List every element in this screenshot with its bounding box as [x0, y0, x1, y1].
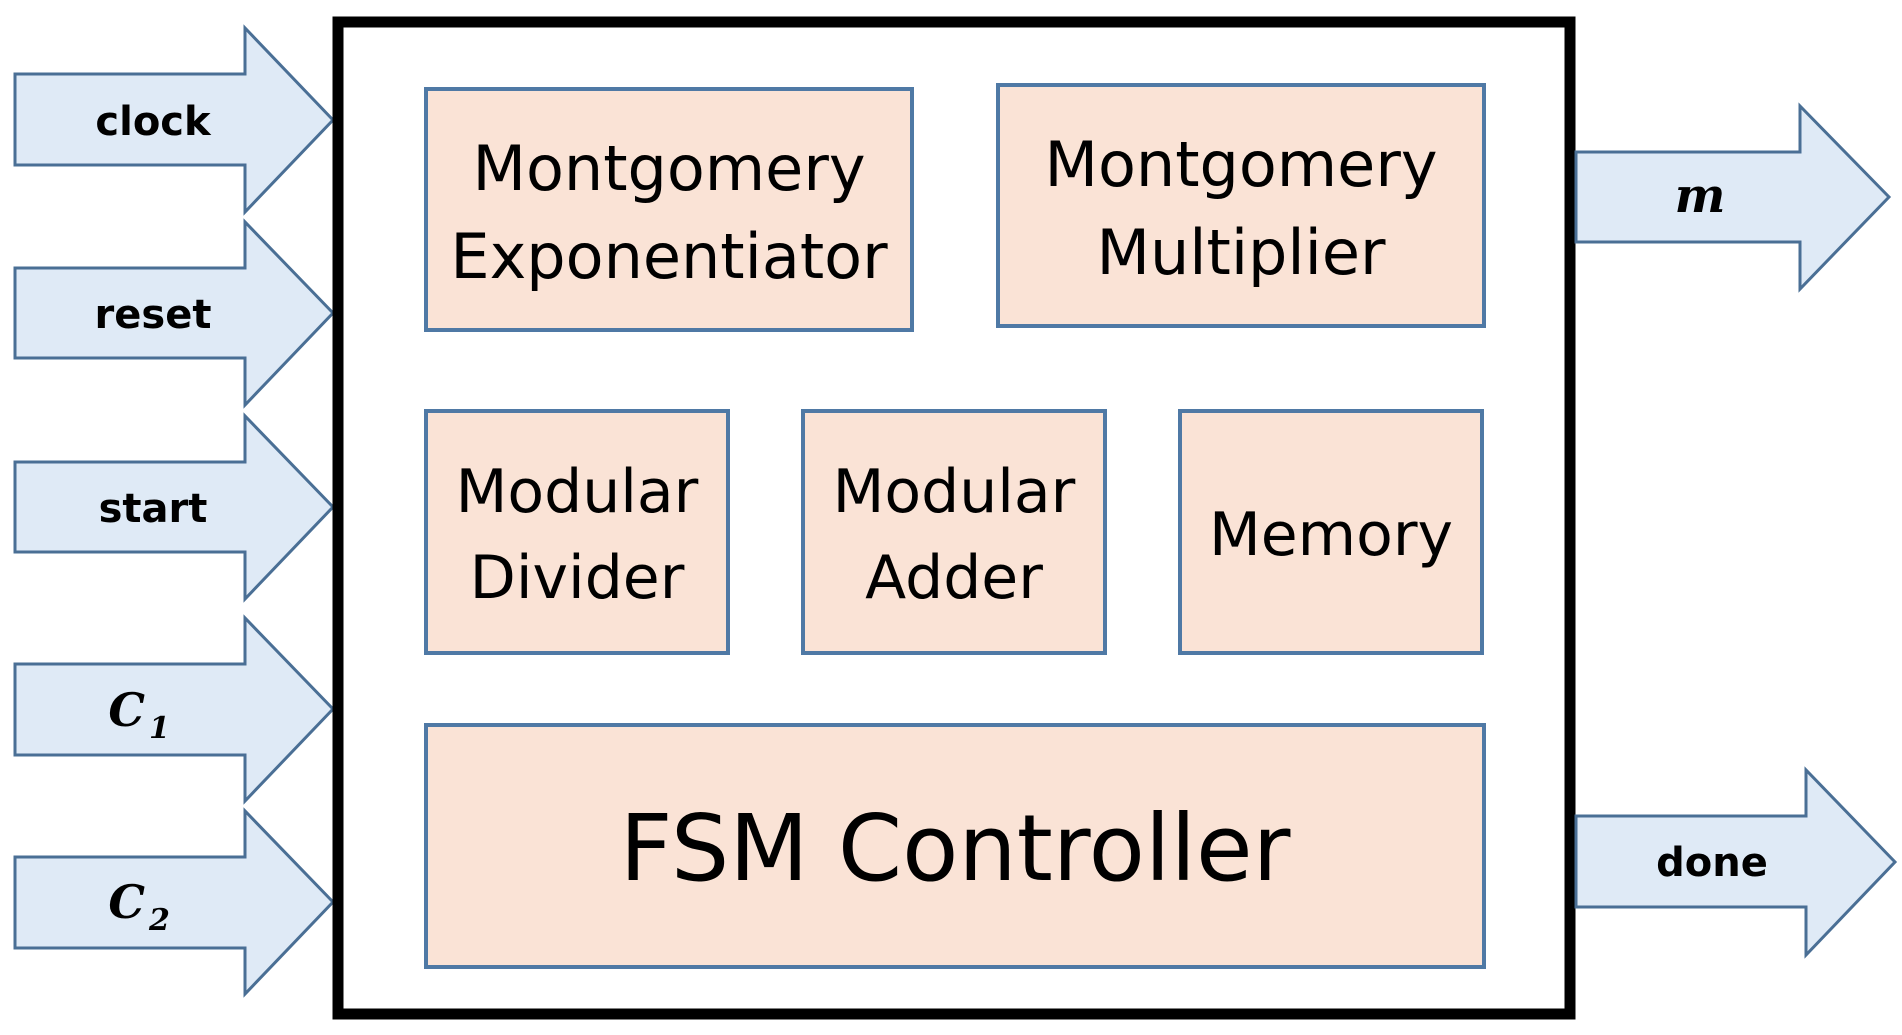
output-label-done: done [1656, 840, 1768, 886]
input-arrow-c1: C 1 [13, 614, 336, 805]
input-label-clock: clock [95, 99, 212, 145]
input-arrow-clock: clock [13, 24, 336, 216]
block-label-line1: Modular [456, 457, 699, 527]
block-label-line1: Montgomery [1044, 128, 1437, 201]
block-montgomery-exponentiator: Montgomery Exponentiator [424, 87, 914, 332]
block-modular-adder: Modular Adder [801, 409, 1107, 655]
input-arrow-reset: reset [13, 218, 336, 409]
block-label-line2: Exponentiator [450, 220, 888, 293]
input-label-start: start [99, 486, 208, 532]
block-label-line1: FSM Controller [620, 795, 1291, 902]
block-label-line2: Divider [470, 543, 685, 613]
block-modular-divider: Modular Divider [424, 409, 730, 655]
input-arrow-start: start [13, 412, 336, 603]
block-label-line1: Montgomery [472, 132, 865, 205]
input-label-reset: reset [95, 292, 212, 338]
block-label-line1: Modular [833, 457, 1076, 527]
input-label-c1: C [108, 683, 145, 737]
block-label-line2: Multiplier [1097, 216, 1387, 289]
output-arrow-done: done [1574, 766, 1898, 959]
block-memory: Memory [1178, 409, 1484, 655]
input-label-c2: C [108, 875, 145, 929]
input-subscript-c2: 2 [148, 903, 170, 938]
input-arrow-c2: C 2 [13, 807, 336, 998]
block-label-line2: Adder [865, 543, 1043, 613]
output-label-m: m [1675, 168, 1726, 224]
block-montgomery-multiplier: Montgomery Multiplier [996, 83, 1486, 328]
block-fsm-controller: FSM Controller [424, 723, 1486, 969]
block-label-line1: Memory [1209, 500, 1453, 570]
input-subscript-c1: 1 [149, 711, 170, 746]
output-arrow-m: m [1574, 102, 1892, 293]
